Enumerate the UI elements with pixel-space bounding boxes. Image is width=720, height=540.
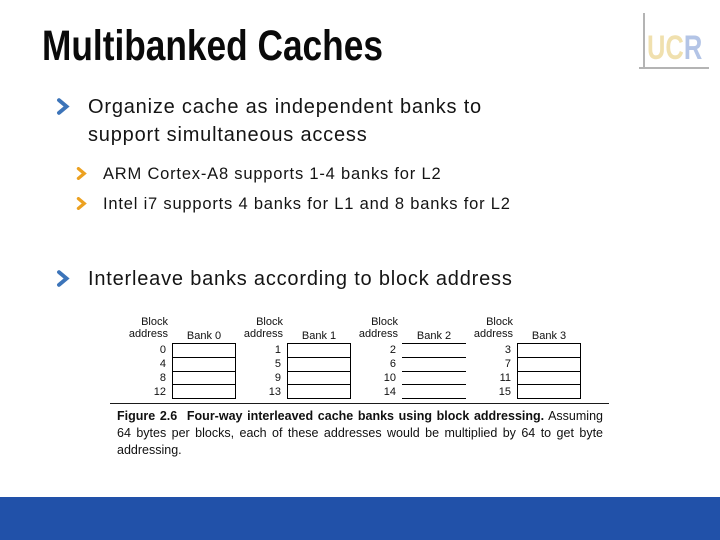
chevron-bullet-icon	[76, 167, 87, 180]
page-title: Multibanked Caches	[42, 22, 383, 70]
bank-name: Bank 0	[186, 330, 222, 342]
bank-group-0: Block address Bank 0 0 4 8 12	[113, 315, 239, 401]
block-label-line2: address	[358, 327, 398, 340]
bank-name: Bank 2	[416, 330, 452, 342]
chevron-bullet-icon	[57, 98, 70, 115]
bullet-text: Interleave banks according to block addr…	[88, 268, 513, 290]
block-address-value: 13	[268, 386, 281, 398]
figure-caption-separator	[110, 403, 609, 405]
block-address-value: 0	[159, 344, 166, 356]
figure-caption-text: Assuming 64 bytes per blocks, each of th…	[117, 409, 603, 457]
bullet-item-2: ARM Cortex-A8 supports 1-4 banks for L2	[76, 163, 441, 185]
bank-name: Bank 1	[301, 330, 337, 342]
block-address-value: 10	[383, 372, 396, 384]
block-address-value: 8	[159, 372, 166, 384]
block-address-value: 4	[159, 358, 166, 370]
block-label-line1: Block	[256, 316, 283, 328]
block-address-value: 1	[274, 344, 281, 356]
block-label-line2: address	[473, 327, 513, 340]
logo-uc-text: UC	[647, 29, 684, 67]
bullet-item-1: Organize cache as independent banks to s…	[56, 93, 538, 149]
block-label-line1: Block	[486, 316, 513, 328]
bank-cell	[402, 385, 466, 398]
block-address-value: 14	[383, 386, 396, 398]
logo-r-text: R	[683, 29, 703, 67]
bank-table	[287, 343, 351, 399]
bullet-text: Intel i7 supports 4 banks for L1 and 8 b…	[103, 195, 511, 213]
bank-cell	[518, 344, 580, 358]
bank-group-3: Block address Bank 3 3 7 11 15	[458, 315, 584, 401]
bullet-item-3: Intel i7 supports 4 banks for L1 and 8 b…	[76, 193, 511, 215]
block-address-value: 5	[274, 358, 281, 370]
bullet-item-4: Interleave banks according to block addr…	[56, 265, 513, 293]
figure-caption: Figure 2.6 Four-way interleaved cache ba…	[117, 408, 603, 459]
bank-cell	[173, 344, 235, 358]
bank-table	[402, 343, 466, 399]
block-address-value: 11	[499, 372, 511, 384]
block-address-value: 12	[153, 386, 166, 398]
block-address-value: 2	[389, 344, 396, 356]
chevron-bullet-icon	[57, 270, 70, 287]
block-label-line2: address	[243, 327, 283, 340]
block-label-line1: Block	[141, 316, 168, 328]
bank-cell	[173, 358, 235, 372]
figure-caption-bold: Four-way interleaved cache banks using b…	[186, 409, 545, 423]
bank-cell	[518, 372, 580, 386]
bank-group-2: Block address Bank 2 2 6 10 14	[343, 315, 469, 401]
bank-cell	[402, 358, 466, 372]
bullet-text: ARM Cortex-A8 supports 1-4 banks for L2	[103, 165, 442, 183]
chevron-bullet-icon	[76, 197, 87, 210]
block-address-value: 15	[498, 386, 511, 398]
bullet-text: Organize cache as independent banks to s…	[88, 96, 482, 146]
bank-cell	[288, 358, 350, 372]
bank-cell	[288, 344, 350, 358]
logo-vertical-line	[643, 13, 645, 68]
bank-cell	[518, 385, 580, 398]
bank-table	[517, 343, 581, 399]
block-address-label: Block address	[113, 316, 168, 340]
bank-cell	[518, 358, 580, 372]
bank-cell	[173, 372, 235, 386]
logo-horizontal-line	[639, 67, 709, 69]
bank-name: Bank 3	[531, 330, 567, 342]
footer-bar	[0, 497, 720, 540]
block-address-label: Block address	[458, 316, 513, 340]
block-label-line2: address	[128, 327, 168, 340]
bank-cell	[402, 372, 466, 386]
bank-cell	[288, 385, 350, 398]
block-address-value: 3	[504, 344, 511, 356]
bank-cell	[173, 385, 235, 398]
block-address-label: Block address	[228, 316, 283, 340]
bank-cell	[402, 344, 466, 358]
block-address-value: 7	[504, 358, 511, 370]
ucr-logo: UCR	[647, 31, 702, 65]
block-address-value: 6	[389, 358, 396, 370]
bank-group-1: Block address Bank 1 1 5 9 13	[228, 315, 354, 401]
bank-cell	[288, 372, 350, 386]
block-address-label: Block address	[343, 316, 398, 340]
block-address-value: 9	[274, 372, 281, 384]
bank-table	[172, 343, 236, 399]
figure-caption-label: Figure 2.6	[117, 409, 178, 423]
block-label-line1: Block	[371, 316, 398, 328]
